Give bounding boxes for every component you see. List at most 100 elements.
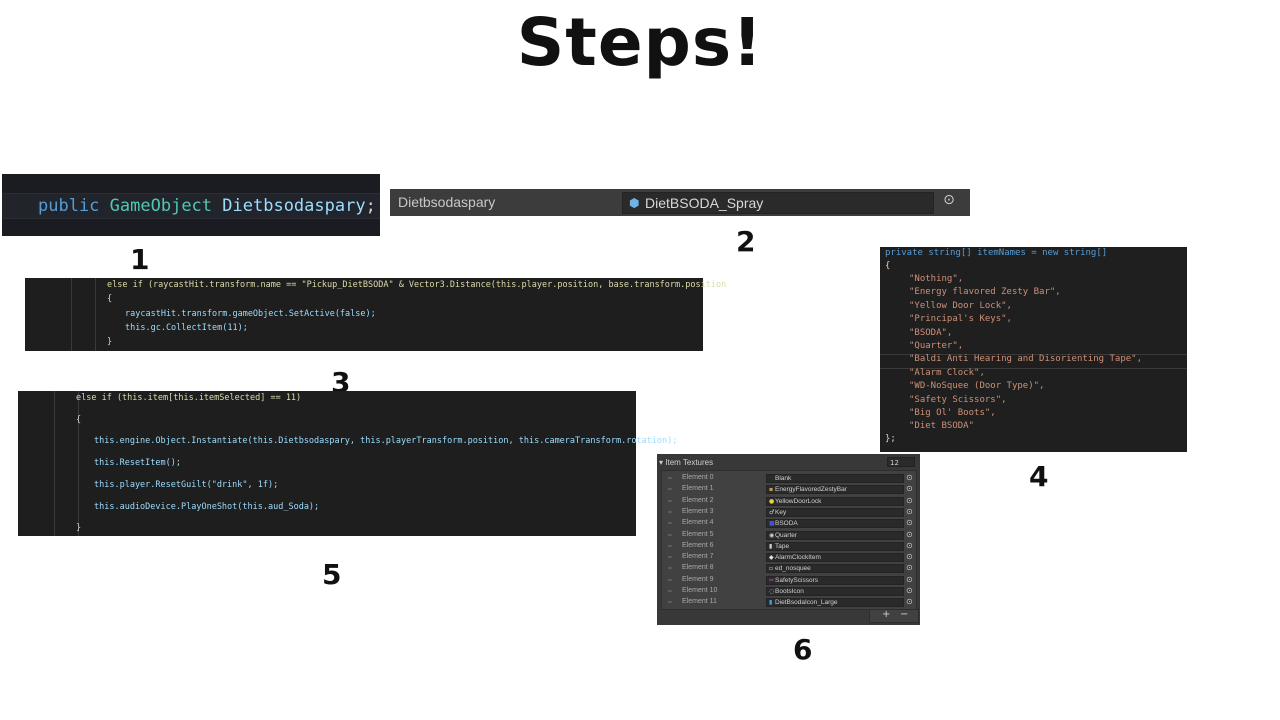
object-picker-icon[interactable]: ⊙ xyxy=(906,473,913,482)
array-header[interactable]: ▾ Item Textures xyxy=(659,458,714,467)
texture-reference-field[interactable]: ♂Key xyxy=(766,507,904,517)
field-identifier: Dietbsodaspary xyxy=(222,196,366,216)
texture-name: EnergyFlavoredZestyBar xyxy=(775,486,847,494)
inspector-field-label: Dietbsodaspary xyxy=(398,194,496,210)
object-picker-icon[interactable]: ⊙ xyxy=(906,518,913,528)
texture-name: BootsIcon xyxy=(775,588,804,595)
drag-handle-icon[interactable]: ═ xyxy=(668,520,672,528)
drag-handle-icon[interactable]: ═ xyxy=(668,588,672,595)
item-name-string: "Energy flavored Zesty Bar", xyxy=(909,287,1061,298)
texture-reference-field[interactable]: ✂SafetyScissors xyxy=(766,575,904,585)
array-element-row[interactable]: ═Element 5◉Quarter⊙ xyxy=(662,530,916,541)
element-label: Element 2 xyxy=(682,496,714,504)
texture-reference-field[interactable]: ▮DietBsodaIcon_Large xyxy=(766,598,904,608)
drag-handle-icon[interactable]: ═ xyxy=(668,531,672,539)
indent-guide xyxy=(78,391,79,536)
item-name-string: "Big Ol' Boots", xyxy=(909,408,996,418)
array-element-row[interactable]: ═ Element 0 Blank⊙ xyxy=(662,473,916,484)
code-line: this.gc.CollectItem(11); xyxy=(125,323,248,333)
object-picker-icon[interactable]: ⊙ xyxy=(906,552,913,562)
object-picker-icon[interactable]: ⊙ xyxy=(906,484,913,494)
texture-reference-field[interactable]: ▮Tape xyxy=(766,541,904,551)
object-picker-icon[interactable]: ⊙ xyxy=(906,495,913,505)
object-picker-icon[interactable]: ⊙ xyxy=(906,574,913,584)
array-element-row[interactable]: ═Element 4■BSODA⊙ xyxy=(662,518,916,529)
array-footer: + − xyxy=(869,609,919,623)
texture-reference-field[interactable]: ■BSODA xyxy=(766,519,904,529)
array-element-row[interactable]: ═Element 8▫ed_nosquee⊙ xyxy=(662,563,916,574)
element-label: Element 6 xyxy=(682,541,714,549)
code-line: }; xyxy=(885,434,896,444)
texture-reference-field[interactable]: ◌BootsIcon xyxy=(766,587,904,596)
array-declaration: private string[] itemNames = new string[… xyxy=(885,248,1108,258)
texture-reference-field[interactable]: ▫ed_nosquee xyxy=(766,564,904,574)
array-element-row[interactable]: ═ Element 2 ●YellowDoorLock⊙ xyxy=(662,496,916,507)
code-line: { xyxy=(885,261,891,271)
item-name-string: "Safety Scissors", xyxy=(909,394,1007,405)
array-element-row[interactable]: ═ Element 7 ◆AlarmClockItem⊙ xyxy=(662,552,916,563)
drag-handle-icon[interactable]: ═ xyxy=(668,554,672,562)
object-picker-icon[interactable]: ⊙ xyxy=(906,563,913,573)
drag-handle-icon[interactable]: ═ xyxy=(668,576,672,584)
drag-handle-icon[interactable]: ═ xyxy=(668,599,672,607)
object-picker-icon[interactable]: ⊙ xyxy=(906,506,913,516)
element-label: Element 7 xyxy=(682,553,714,561)
add-element-button[interactable]: + xyxy=(882,609,891,620)
object-picker-icon[interactable]: ⊙ xyxy=(906,540,913,550)
code-line: this.ResetItem(); xyxy=(94,458,181,468)
texture-reference-field[interactable]: ▪EnergyFlavoredZestyBar xyxy=(766,485,904,495)
object-picker-icon[interactable]: ⊙ xyxy=(906,597,913,607)
drag-handle-icon[interactable]: ═ xyxy=(668,565,672,573)
step-label-5: 5 xyxy=(322,558,342,591)
page-title: Steps! xyxy=(516,4,764,81)
code-line: else if (raycastHit.transform.name == "P… xyxy=(107,280,727,290)
texture-reference-field[interactable]: ◆AlarmClockItem xyxy=(766,553,904,563)
array-size-field[interactable]: 12 xyxy=(887,457,915,467)
drag-handle-icon[interactable]: ═ xyxy=(668,542,672,550)
object-picker-icon[interactable]: ⊙ xyxy=(906,529,913,539)
step-label-4: 4 xyxy=(1029,460,1049,493)
step-label-1: 1 xyxy=(130,243,150,276)
type-gameobject: GameObject xyxy=(109,196,213,216)
code-line: } xyxy=(76,523,82,533)
array-element-row[interactable]: ═ Element 3 ♂Key⊙ xyxy=(662,507,916,518)
object-reference-field[interactable]: ⬢ DietBSODA_Spray xyxy=(622,192,934,214)
drag-handle-icon[interactable]: ═ xyxy=(668,508,672,516)
texture-name: Key xyxy=(775,508,787,516)
remove-element-button[interactable]: − xyxy=(900,609,909,620)
element-label: Element 3 xyxy=(682,507,714,515)
array-element-row[interactable]: ═ Element 6 ▮Tape⊙ xyxy=(662,541,916,552)
code-line: this.player.ResetGuilt("drink", 1f); xyxy=(94,480,279,490)
prefab-cube-icon: ⬢ xyxy=(629,196,640,210)
code-screenshot-use-item: else if (this.item[this.itemSelected] ==… xyxy=(18,391,677,536)
texture-thumbnail-icon: ● xyxy=(769,497,775,505)
texture-name: DietBsodaIcon_Large xyxy=(775,599,838,607)
keyword-public: public xyxy=(38,196,100,216)
indent-guide xyxy=(95,278,96,351)
array-element-row[interactable]: ═Element 9✂SafetyScissors⊙ xyxy=(662,575,916,586)
array-element-row[interactable]: ═Element 11▮DietBsodaIcon_Large⊙ xyxy=(662,597,916,608)
texture-thumbnail-icon: ■ xyxy=(769,520,775,528)
element-label: Element 0 xyxy=(682,474,714,481)
code-line: { xyxy=(76,415,82,425)
object-picker-icon[interactable]: ⊙ xyxy=(943,192,955,208)
array-element-row[interactable]: ═Element 10◌BootsIcon⊙ xyxy=(662,586,916,597)
code-line: { xyxy=(107,294,113,304)
drag-handle-icon[interactable]: ═ xyxy=(668,497,672,505)
texture-reference-field[interactable]: Blank xyxy=(766,474,904,483)
indent-guide xyxy=(71,278,72,351)
array-element-row[interactable]: ═Element 1▪EnergyFlavoredZestyBar⊙ xyxy=(662,484,916,495)
object-picker-icon[interactable]: ⊙ xyxy=(906,586,913,595)
texture-name: Quarter xyxy=(775,531,798,539)
code-screenshot-declaration: public GameObject Dietbsodaspary; xyxy=(2,174,380,236)
texture-thumbnail-icon: ▪ xyxy=(769,486,774,494)
texture-name: BSODA xyxy=(775,520,798,528)
item-name-string: "Alarm Clock", xyxy=(909,367,985,378)
texture-reference-field[interactable]: ●YellowDoorLock xyxy=(766,496,904,506)
item-name-string: "Quarter", xyxy=(909,341,964,351)
texture-reference-field[interactable]: ◉Quarter xyxy=(766,530,904,540)
drag-handle-icon[interactable]: ═ xyxy=(668,486,672,494)
code-line: else if (this.item[this.itemSelected] ==… xyxy=(76,393,302,403)
drag-handle-icon[interactable]: ═ xyxy=(668,475,672,482)
element-label: Element 4 xyxy=(682,519,714,527)
